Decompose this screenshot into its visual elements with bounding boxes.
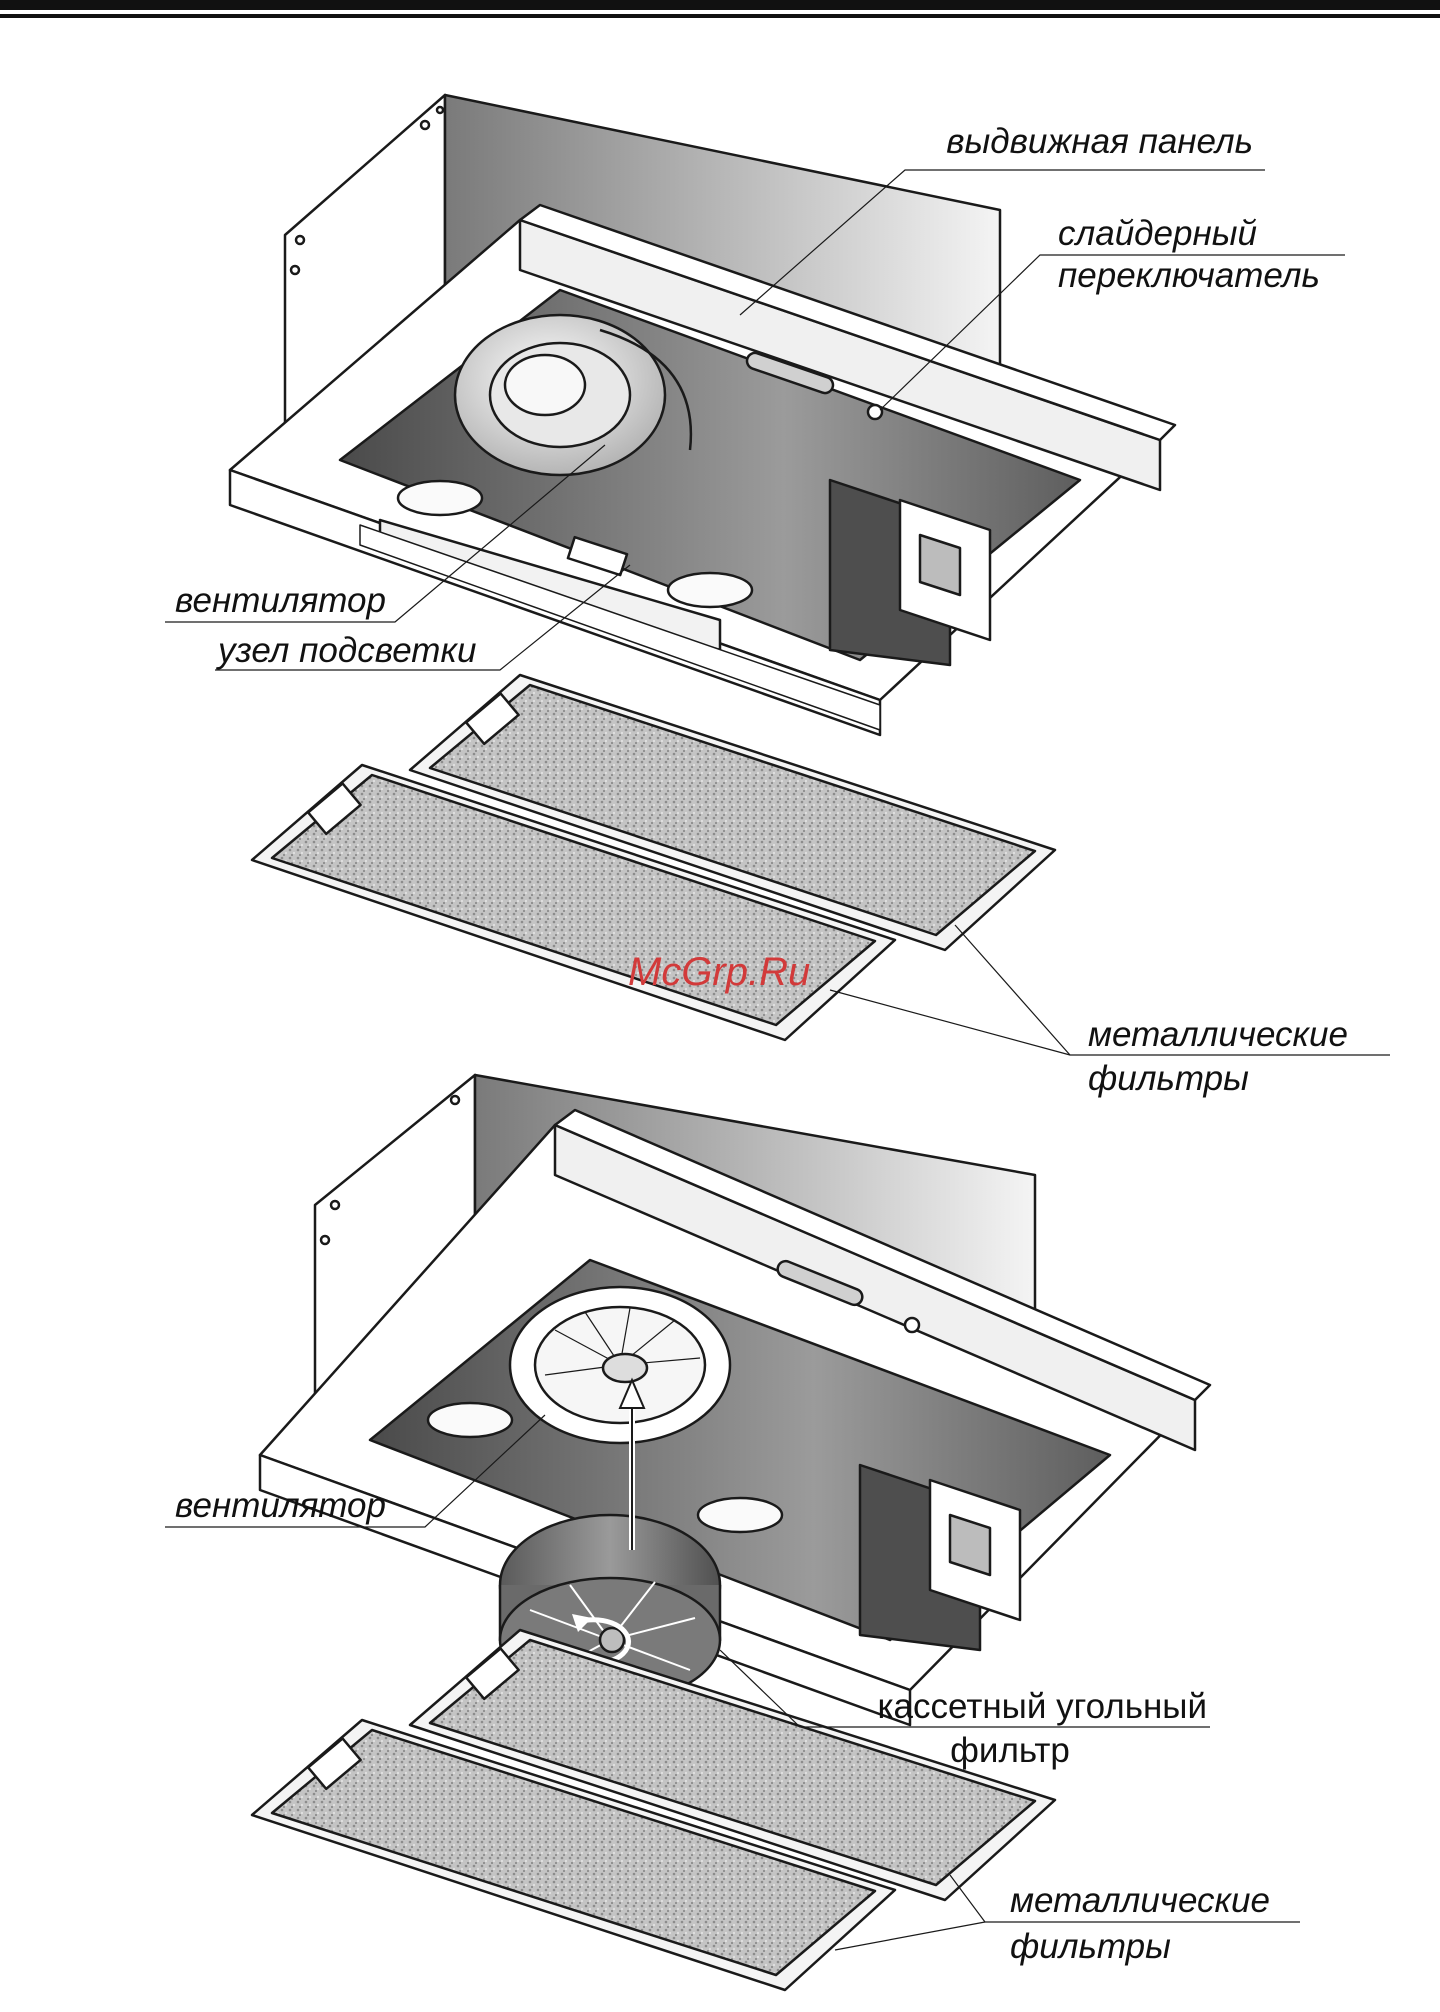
label-light-unit: узел подсветки [216,631,476,670]
label-fan: вентилятор [175,581,386,620]
watermark: McGrp.Ru [628,950,810,994]
label-metal-filters-line2: фильтры [1088,1059,1249,1098]
label-sliding-panel: выдвижная панель [946,122,1253,161]
label-metal-filters-line1: металлические [1088,1015,1348,1054]
label-carbon-filter-line2: фильтр [950,1731,1070,1770]
hood-diagram-2 [260,1075,1210,1725]
label-slider-switch-line1: слайдерный [1058,214,1257,253]
top-border [0,0,1440,18]
metal-filters-2 [252,1630,1055,1990]
label-carbon-filter-line1: кассетный угольный [877,1687,1207,1726]
label-fan-2: вентилятор [175,1486,386,1525]
label-metal-filters-2-line1: металлические [1010,1881,1270,1920]
fan-unit-2 [510,1287,730,1443]
label-metal-filters-2-line2: фильтры [1010,1927,1171,1966]
label-slider-switch-line2: переключатель [1058,256,1320,295]
